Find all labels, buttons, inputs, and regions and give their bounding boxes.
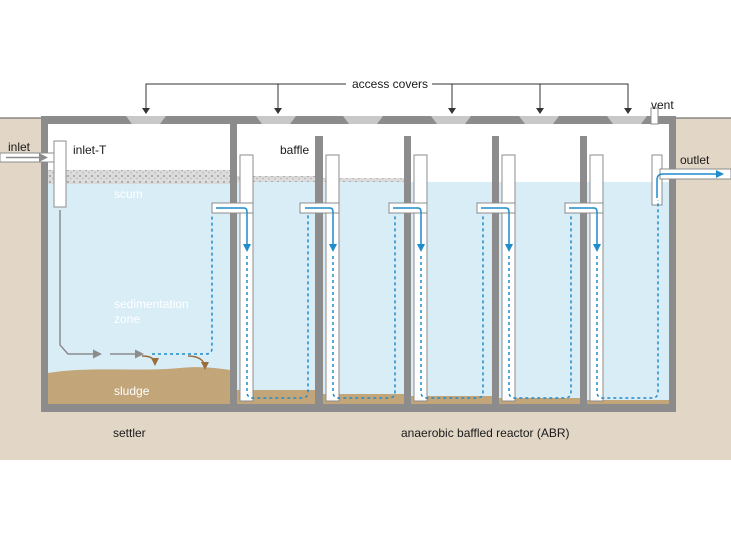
access-cover-2 <box>256 116 296 124</box>
settler-dividing-wall <box>230 124 237 404</box>
abr-chamber-1-sludge <box>237 390 315 404</box>
label-access-covers: access covers <box>352 77 429 91</box>
settler-sludge <box>48 367 230 404</box>
tank-left-wall <box>41 116 48 412</box>
access-cover-5 <box>519 116 559 124</box>
abr-chamber-2-scum <box>323 178 404 182</box>
label-outlet: outlet <box>680 153 710 167</box>
access-cover-leaders <box>145 83 629 112</box>
abr-wall-5 <box>580 136 587 404</box>
abr-wall-2 <box>315 136 323 404</box>
abr-chamber-3-sludge <box>411 396 492 404</box>
abr-chamber-5-sludge <box>587 400 669 404</box>
settler-water <box>48 182 230 404</box>
label-inlet-t: inlet-T <box>73 143 107 157</box>
access-cover-6 <box>607 116 647 124</box>
abr-flow <box>152 170 724 399</box>
abr-wall-4 <box>492 136 499 404</box>
vent-pipe <box>650 107 659 125</box>
label-settler: settler <box>113 426 146 440</box>
tank-right-wall <box>669 116 676 412</box>
access-cover-4 <box>431 116 471 124</box>
label-sludge: sludge <box>114 384 150 398</box>
label-scum: scum <box>114 187 143 201</box>
sludge-settling-arrows <box>141 355 209 370</box>
tank-floor <box>41 404 676 412</box>
settler-flow <box>59 210 144 359</box>
access-cover-arrowheads <box>142 108 632 114</box>
label-abr: anaerobic baffled reactor (ABR) <box>401 426 570 440</box>
abr-chamber-2-sludge <box>323 394 404 404</box>
label-inlet: inlet <box>8 140 31 154</box>
label-baffle: baffle <box>280 143 310 157</box>
inlet-t-pipe <box>53 140 67 208</box>
label-vent: vent <box>651 98 674 112</box>
abr-wall-3 <box>404 136 411 404</box>
access-cover-3 <box>343 116 383 124</box>
access-cover-1 <box>126 116 166 124</box>
label-sedimentation: sedimentation <box>114 297 189 311</box>
abr-chamber-1-scum <box>237 176 315 182</box>
abr-chamber-4-sludge <box>499 398 580 404</box>
settler-scum <box>48 170 230 184</box>
label-zone: zone <box>114 312 141 326</box>
